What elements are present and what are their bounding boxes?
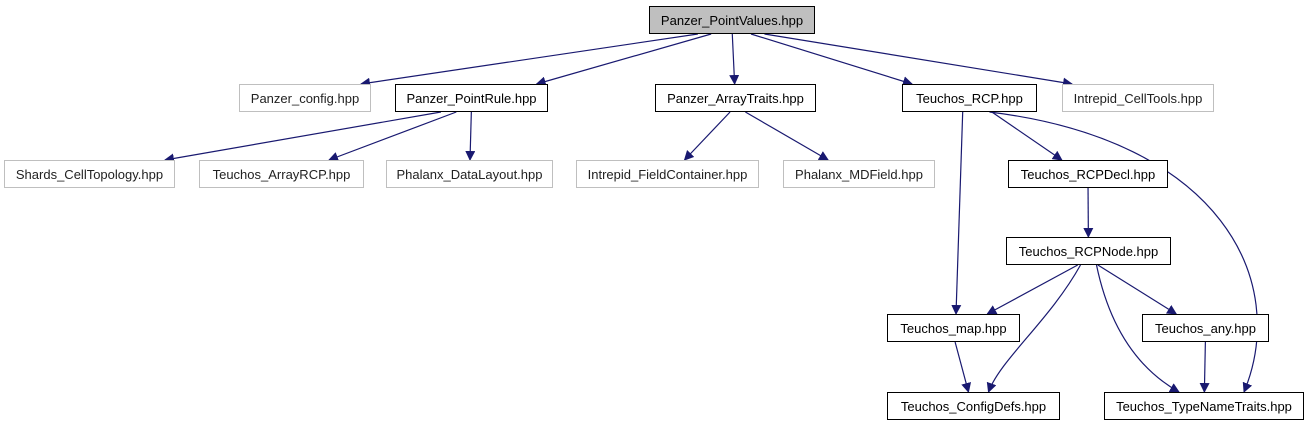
node-panzer-arraytraits[interactable]: Panzer_ArrayTraits.hpp	[655, 84, 816, 112]
edge-root-to-teuchos-rcp	[750, 33, 913, 87]
edge-root-to-panzer-pointrule	[535, 33, 712, 87]
edge-panzer-arraytraits-to-phalanx-mdfield	[745, 111, 829, 161]
edge-teuchos-rcpnode-to-teuchos-configdefs	[986, 264, 1082, 393]
node-panzer-config: Panzer_config.hpp	[239, 84, 371, 112]
node-teuchos-rcpnode[interactable]: Teuchos_RCPNode.hpp	[1006, 237, 1171, 265]
edge-root-to-intrepid-celltools	[764, 33, 1073, 88]
node-teuchos-rcp[interactable]: Teuchos_RCP.hpp	[902, 84, 1037, 112]
edge-teuchos-rcpnode-to-teuchos-map	[986, 264, 1078, 315]
node-teuchos-rcpdecl[interactable]: Teuchos_RCPDecl.hpp	[1008, 160, 1168, 188]
edge-teuchos-rcp-to-teuchos-rcpdecl	[991, 111, 1063, 161]
edge-teuchos-any-to-teuchos-typenametraits	[1199, 341, 1210, 393]
node-teuchos-typenametraits[interactable]: Teuchos_TypeNameTraits.hpp	[1104, 392, 1304, 420]
node-shards-celltopology: Shards_CellTopology.hpp	[4, 160, 175, 188]
node-teuchos-map[interactable]: Teuchos_map.hpp	[887, 314, 1020, 342]
node-panzer-pointvalues: Panzer_PointValues.hpp	[649, 6, 815, 34]
edge-root-to-panzer-arraytraits	[729, 33, 740, 85]
node-intrepid-celltools: Intrepid_CellTools.hpp	[1062, 84, 1214, 112]
edge-teuchos-rcp-to-teuchos-typenametraits	[989, 111, 1258, 393]
node-teuchos-arrayrcp: Teuchos_ArrayRCP.hpp	[199, 160, 364, 188]
edge-teuchos-rcpnode-to-teuchos-typenametraits	[1095, 264, 1180, 393]
edge-teuchos-rcpnode-to-teuchos-any	[1097, 264, 1178, 315]
node-intrepid-fieldcontainer: Intrepid_FieldContainer.hpp	[576, 160, 759, 188]
node-panzer-pointrule[interactable]: Panzer_PointRule.hpp	[395, 84, 548, 112]
edge-teuchos-map-to-teuchos-configdefs	[954, 341, 971, 393]
edge-panzer-pointrule-to-phalanx-datalayout	[465, 111, 476, 161]
edge-panzer-pointrule-to-teuchos-arrayrcp	[328, 111, 457, 162]
node-phalanx-datalayout: Phalanx_DataLayout.hpp	[386, 160, 553, 188]
node-phalanx-mdfield: Phalanx_MDField.hpp	[783, 160, 935, 188]
edge-root-to-panzer-config	[360, 33, 698, 88]
edge-panzer-pointrule-to-shards-celltopology	[164, 111, 442, 164]
node-teuchos-configdefs[interactable]: Teuchos_ConfigDefs.hpp	[887, 392, 1060, 420]
edge-teuchos-rcp-to-teuchos-map	[951, 111, 964, 315]
node-teuchos-any[interactable]: Teuchos_any.hpp	[1142, 314, 1269, 342]
edge-panzer-arraytraits-to-intrepid-fieldcontainer	[683, 111, 731, 161]
